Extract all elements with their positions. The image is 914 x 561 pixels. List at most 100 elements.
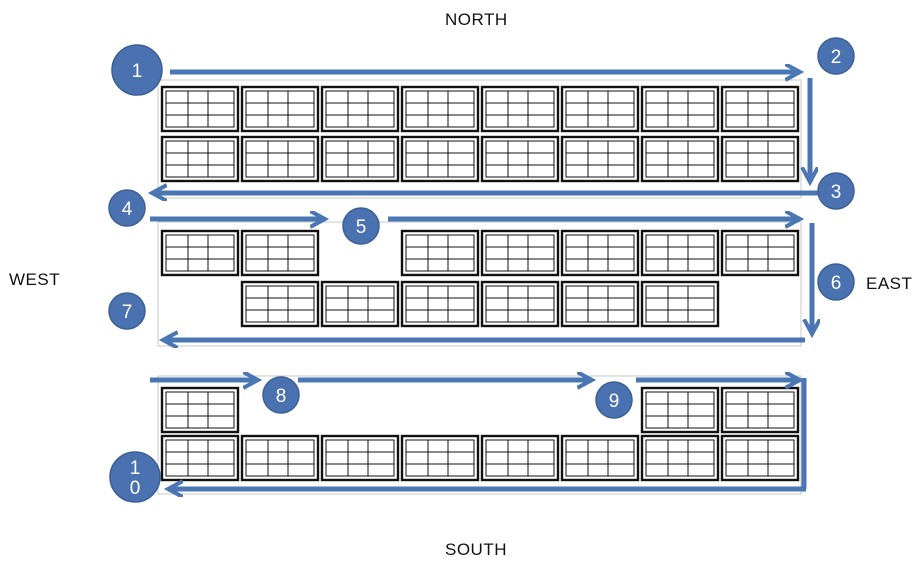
route-marker-7: 7 bbox=[108, 292, 146, 330]
panel-frame bbox=[240, 85, 320, 133]
panel-frame bbox=[640, 135, 720, 183]
marker-number: 3 bbox=[831, 182, 842, 203]
route-marker-1: 1 bbox=[111, 44, 163, 96]
solar-panel bbox=[720, 386, 800, 434]
panel-cells bbox=[485, 439, 555, 477]
panel-frame bbox=[560, 229, 640, 277]
panel-cells bbox=[485, 140, 555, 178]
route-arrows bbox=[150, 72, 820, 489]
solar-panel bbox=[720, 85, 800, 133]
solar-panel bbox=[640, 229, 720, 277]
solar-panel bbox=[560, 280, 640, 328]
panel-frame bbox=[400, 229, 480, 277]
panel-cells bbox=[165, 140, 235, 178]
panel-cells bbox=[725, 90, 795, 128]
panel-frame bbox=[240, 434, 320, 482]
panel-frame bbox=[240, 280, 320, 328]
solar-panel bbox=[560, 229, 640, 277]
panel-frame bbox=[560, 434, 640, 482]
panel-cells bbox=[245, 234, 315, 272]
solar-panel bbox=[320, 280, 400, 328]
panel-cells bbox=[325, 90, 395, 128]
panel-frame bbox=[720, 434, 800, 482]
route-marker-4: 4 bbox=[108, 189, 146, 227]
solar-panel bbox=[560, 85, 640, 133]
panel-frame bbox=[240, 229, 320, 277]
panel-cells bbox=[485, 90, 555, 128]
route-marker-3: 3 bbox=[817, 172, 855, 210]
south-label: SOUTH bbox=[445, 540, 507, 559]
marker-circle bbox=[817, 263, 855, 301]
array-area bbox=[157, 375, 802, 495]
solar-panel bbox=[240, 85, 320, 133]
panel-cells bbox=[565, 285, 635, 323]
panel-frame bbox=[720, 229, 800, 277]
panel-frame bbox=[480, 135, 560, 183]
array-area bbox=[157, 79, 802, 199]
solar-panel bbox=[160, 229, 240, 277]
solar-panel bbox=[400, 135, 480, 183]
panel-cells bbox=[325, 285, 395, 323]
panel-cells bbox=[485, 285, 555, 323]
marker-circle bbox=[109, 451, 161, 503]
array-areas bbox=[157, 79, 802, 495]
solar-panel bbox=[160, 85, 240, 133]
marker-circle bbox=[108, 292, 146, 330]
panel-cells bbox=[165, 439, 235, 477]
panel-cells bbox=[325, 140, 395, 178]
solar-panel bbox=[720, 434, 800, 482]
solar-panel bbox=[640, 280, 720, 328]
marker-number: 0 bbox=[130, 478, 141, 499]
marker-number: 1 bbox=[130, 458, 141, 479]
marker-number: 1 bbox=[132, 61, 143, 82]
panel-frame bbox=[720, 135, 800, 183]
panel-frame bbox=[320, 280, 400, 328]
panel-frame bbox=[400, 280, 480, 328]
solar-panel bbox=[720, 135, 800, 183]
solar-panel bbox=[240, 135, 320, 183]
panel-cells bbox=[565, 140, 635, 178]
solar-panel bbox=[640, 85, 720, 133]
marker-circle bbox=[262, 376, 300, 414]
solar-panel bbox=[240, 280, 320, 328]
panel-frame bbox=[160, 135, 240, 183]
panel-cells bbox=[245, 439, 315, 477]
route-marker-8: 8 bbox=[262, 376, 300, 414]
panel-cells bbox=[405, 90, 475, 128]
route-marker-2: 2 bbox=[817, 37, 855, 75]
panel-cells bbox=[725, 234, 795, 272]
panel-frame bbox=[560, 280, 640, 328]
solar-panel bbox=[640, 386, 720, 434]
panel-cells bbox=[565, 234, 635, 272]
solar-panel bbox=[320, 135, 400, 183]
panel-cells bbox=[645, 285, 715, 323]
panel-frame bbox=[720, 386, 800, 434]
panel-cells bbox=[565, 439, 635, 477]
east-label: EAST bbox=[866, 274, 913, 293]
panel-frame bbox=[320, 85, 400, 133]
panel-frame bbox=[640, 386, 720, 434]
solar-panel bbox=[400, 280, 480, 328]
marker-number: 6 bbox=[831, 273, 842, 294]
panel-cells bbox=[725, 391, 795, 429]
panel-cells bbox=[245, 90, 315, 128]
panel-frame bbox=[480, 85, 560, 133]
marker-number: 2 bbox=[831, 47, 842, 68]
solar-panel bbox=[320, 434, 400, 482]
panel-cells bbox=[245, 140, 315, 178]
solar-panel bbox=[480, 229, 560, 277]
solar-panel bbox=[640, 434, 720, 482]
solar-panel bbox=[480, 434, 560, 482]
marker-circle bbox=[342, 207, 380, 245]
panel-frame bbox=[400, 135, 480, 183]
panel-cells bbox=[165, 391, 235, 429]
panel-cells bbox=[645, 140, 715, 178]
panel-frame bbox=[160, 229, 240, 277]
panel-cells bbox=[245, 285, 315, 323]
panel-frame bbox=[480, 280, 560, 328]
panel-cells bbox=[325, 439, 395, 477]
panel-frame bbox=[640, 85, 720, 133]
route-marker-10: 10 bbox=[109, 451, 161, 503]
panel-frame bbox=[160, 386, 240, 434]
